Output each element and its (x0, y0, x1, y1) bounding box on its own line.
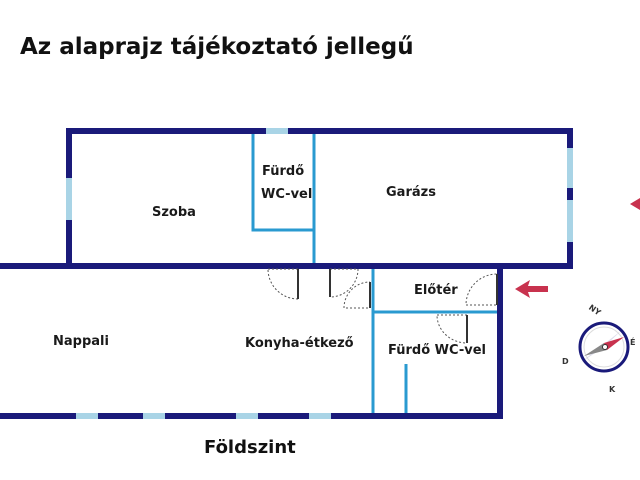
window (143, 413, 165, 419)
room-label-eloter: Előtér (414, 283, 458, 298)
entrance-arrow-icon (515, 280, 548, 298)
plan-title: Az alaprajz tájékoztató jellegű (20, 34, 414, 60)
window (567, 148, 573, 188)
door-swing (465, 273, 498, 306)
window (236, 413, 258, 419)
room-label-furdo-upper-wc: WC-vel (261, 187, 312, 202)
door-swing (329, 268, 359, 298)
door-swing (267, 268, 299, 300)
window (567, 200, 573, 242)
floor-label: Földszint (204, 437, 296, 458)
compass-label-d: D (562, 357, 569, 366)
door-leaves (297, 269, 498, 343)
room-label-konyha: Konyha-étkező (245, 336, 354, 351)
upper-bathroom-wall (251, 134, 314, 232)
window (76, 413, 98, 419)
inner-walls (251, 134, 497, 413)
window (266, 128, 288, 134)
door-swing (343, 281, 371, 309)
window (66, 178, 72, 220)
compass-label-k: K (609, 385, 616, 394)
upper-outline (66, 128, 573, 269)
door-swing (436, 314, 468, 344)
compass-label-e: É (630, 336, 635, 347)
compass-icon: NY É K D (562, 303, 635, 394)
room-label-furdo-lower: Fürdő WC-vel (388, 343, 486, 358)
entrance-arrow-icon (630, 198, 640, 210)
room-label-garazs: Garázs (386, 185, 436, 200)
windows (66, 128, 573, 419)
doors (267, 268, 498, 344)
room-label-szoba: Szoba (152, 205, 196, 220)
compass-label-ny: NY (587, 303, 603, 318)
room-label-furdo-upper: Fürdő (262, 164, 304, 179)
room-label-nappali: Nappali (53, 334, 109, 349)
window (309, 413, 331, 419)
